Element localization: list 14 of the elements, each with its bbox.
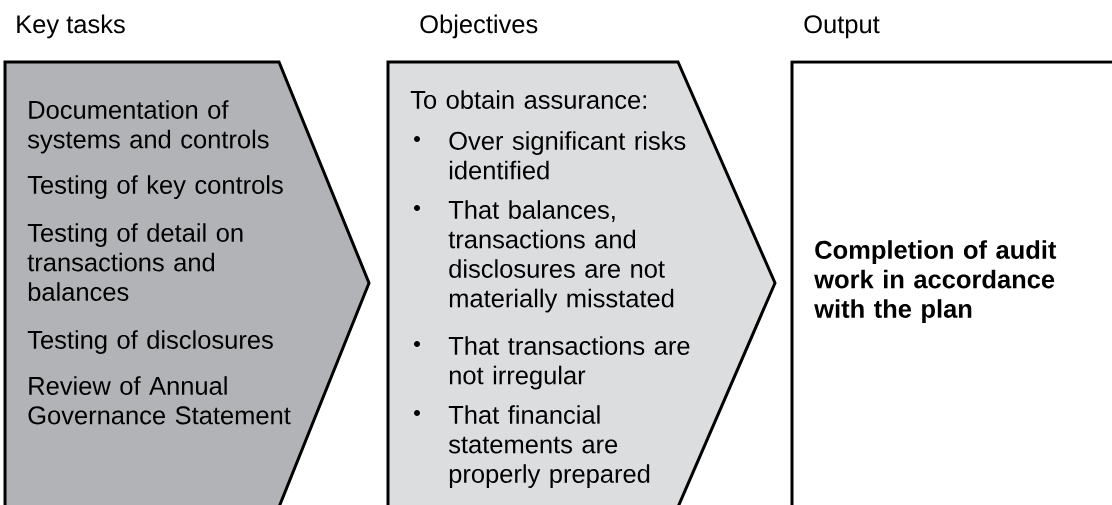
objective-text: To obtain assurance: <box>410 90 646 109</box>
output-text: Completion of audit work in accordance with the plan <box>814 240 1057 323</box>
task-text: Review of Annual Governance Statement <box>28 376 291 425</box>
objective-text: That balances, transactions and disclosures are not materially misstated <box>448 200 674 313</box>
heading: Key tasks <box>17 14 125 39</box>
task-text: Testing of detail on transactions and balances <box>27 223 243 301</box>
objective-text: Over significant risks identified <box>449 131 686 180</box>
heading: Objectives <box>420 14 538 39</box>
heading: Output <box>804 15 880 39</box>
task-text: Documentation of systems and controls <box>27 100 269 154</box>
objective-text: That financial statements are properly prepared <box>448 405 650 488</box>
objective-text: That transactions are not irregular <box>448 336 690 390</box>
task-text: Testing of key controls <box>27 175 283 199</box>
task-text: Testing of disclosures <box>27 330 273 354</box>
